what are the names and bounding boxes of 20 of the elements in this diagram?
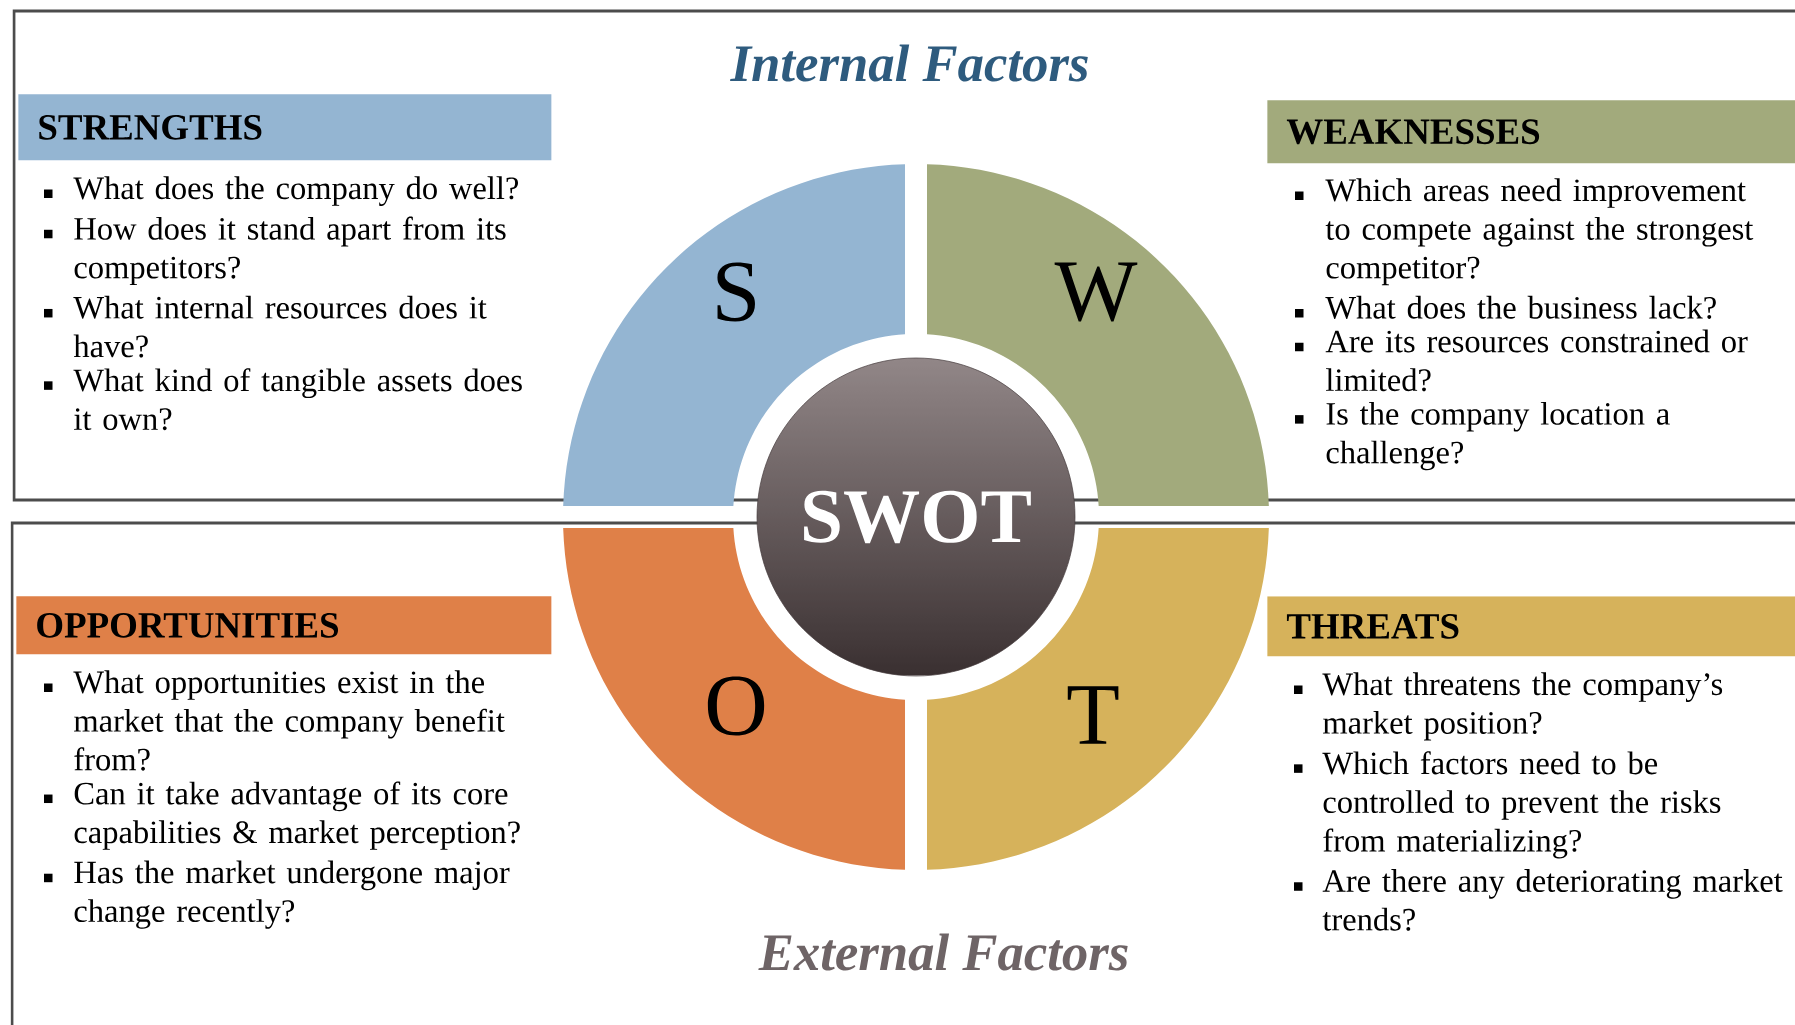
bullet-item: Which factors need to be controlled to prevent the risks from materializing? xyxy=(1294,751,1721,859)
section-heading: Internal Factors xyxy=(730,44,1088,82)
bullet-item: What internal resources does it have? xyxy=(44,295,487,358)
bullet-item: What does the company do well? xyxy=(44,176,518,206)
heading-band: WEAKNESSES xyxy=(1267,100,1795,164)
bullet-item: What threatens the company’s market position? xyxy=(1294,672,1723,741)
heading-band: STRENGTHS xyxy=(18,94,552,161)
heading-band: THREATS xyxy=(1267,596,1795,657)
heading-band: OPPORTUNITIES xyxy=(16,596,552,655)
bullet-item: Are there any deteriorating market trends? xyxy=(1294,869,1783,931)
bullet-item: What does the business lack? xyxy=(1295,295,1716,319)
bullet-item: What opportunities exist in the market that the company benefit from? xyxy=(44,670,505,771)
bullet-item: Which areas need improvement to compete against the strongest competitor? xyxy=(1295,178,1754,286)
bullet-item: Are its resources constrained or limited? xyxy=(1295,329,1748,392)
bullet-item: Is the company location a challenge? xyxy=(1295,401,1670,471)
bullet-item: Has the market undergone major change recently? xyxy=(44,860,510,929)
bullet-item: How does it stand apart from its competitors? xyxy=(44,216,506,286)
section-heading: External Factors xyxy=(758,933,1128,971)
bullet-item: What kind of tangible assets does it own? xyxy=(44,368,522,431)
bullet-item: Can it take advantage of its core capabilities & market perception? xyxy=(44,781,520,850)
